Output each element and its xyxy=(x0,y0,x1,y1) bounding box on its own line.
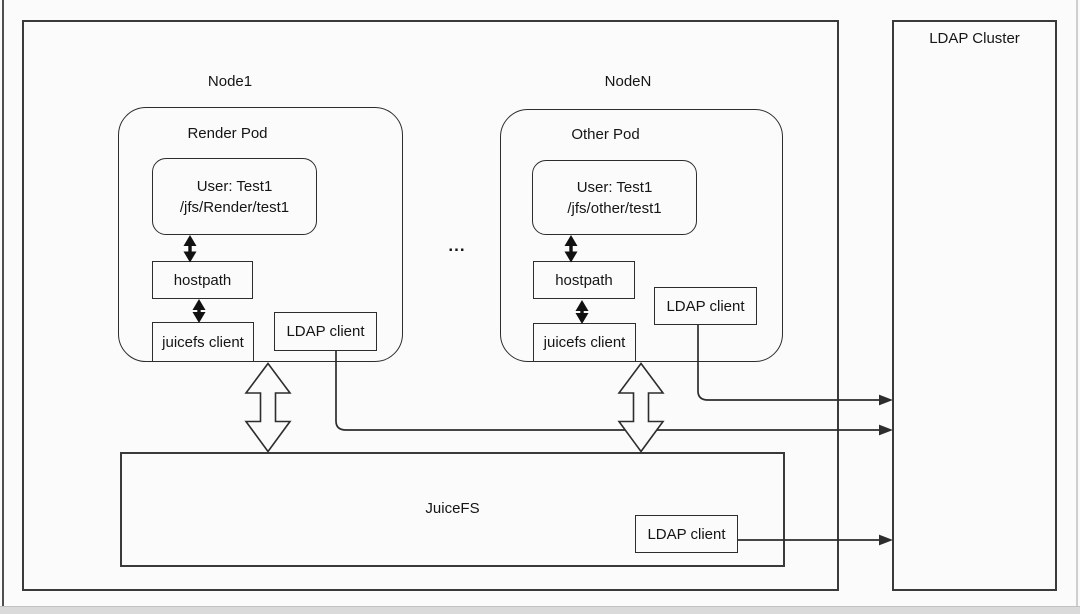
screen-edge-left xyxy=(2,0,4,614)
more-nodes-ellipsis: ... xyxy=(448,236,466,255)
other-ldap-client-box: LDAP client xyxy=(654,287,757,325)
render-ldap-client-label: LDAP client xyxy=(286,323,365,340)
render-pod xyxy=(118,107,403,362)
bottom-bar xyxy=(0,606,1080,614)
node1-label: Node1 xyxy=(207,73,253,90)
other-user-line1: User: Test1 xyxy=(576,178,653,196)
render-hostpath-box: hostpath xyxy=(152,261,253,299)
juicefs-ldap-client-box: LDAP client xyxy=(635,515,738,553)
juicefs-ldap-client-label: LDAP client xyxy=(647,525,726,543)
render-juicefs-client-label: juicefs client xyxy=(162,333,244,351)
render-user-box: User: Test1 /jfs/Render/test1 xyxy=(152,158,317,235)
juicefs-label: JuiceFS xyxy=(425,500,480,517)
arrowhead-other-ldap xyxy=(879,394,893,406)
render-pod-label: Render Pod xyxy=(187,125,268,142)
nodeN-label: NodeN xyxy=(604,73,652,90)
other-ldap-client-label: LDAP client xyxy=(666,297,745,315)
other-juicefs-client-label: juicefs client xyxy=(543,334,626,351)
render-user-line2: /jfs/Render/test1 xyxy=(179,198,290,216)
other-juicefs-client-box: juicefs client xyxy=(533,323,636,362)
other-user-line2: /jfs/other/test1 xyxy=(567,199,662,217)
other-user-box: User: Test1 /jfs/other/test1 xyxy=(532,160,697,235)
render-hostpath-label: hostpath xyxy=(173,271,232,289)
arrowhead-juicefs-ldap xyxy=(879,534,893,546)
other-pod-label: Other Pod xyxy=(571,126,640,143)
ldap-cluster-label: LDAP Cluster xyxy=(929,30,1020,47)
kubernetes-nodes-container xyxy=(22,20,839,591)
render-ldap-client-box: LDAP client xyxy=(274,312,377,351)
render-user-line1: User: Test1 xyxy=(196,177,273,195)
ldap-cluster-box: LDAP Cluster xyxy=(892,20,1057,591)
arrowhead-render-ldap xyxy=(879,424,893,436)
other-hostpath-label: hostpath xyxy=(555,271,613,289)
juicefs-box xyxy=(120,452,785,567)
screen-edge-right xyxy=(1076,0,1078,614)
other-hostpath-box: hostpath xyxy=(533,261,635,299)
render-juicefs-client-box: juicefs client xyxy=(152,322,254,362)
